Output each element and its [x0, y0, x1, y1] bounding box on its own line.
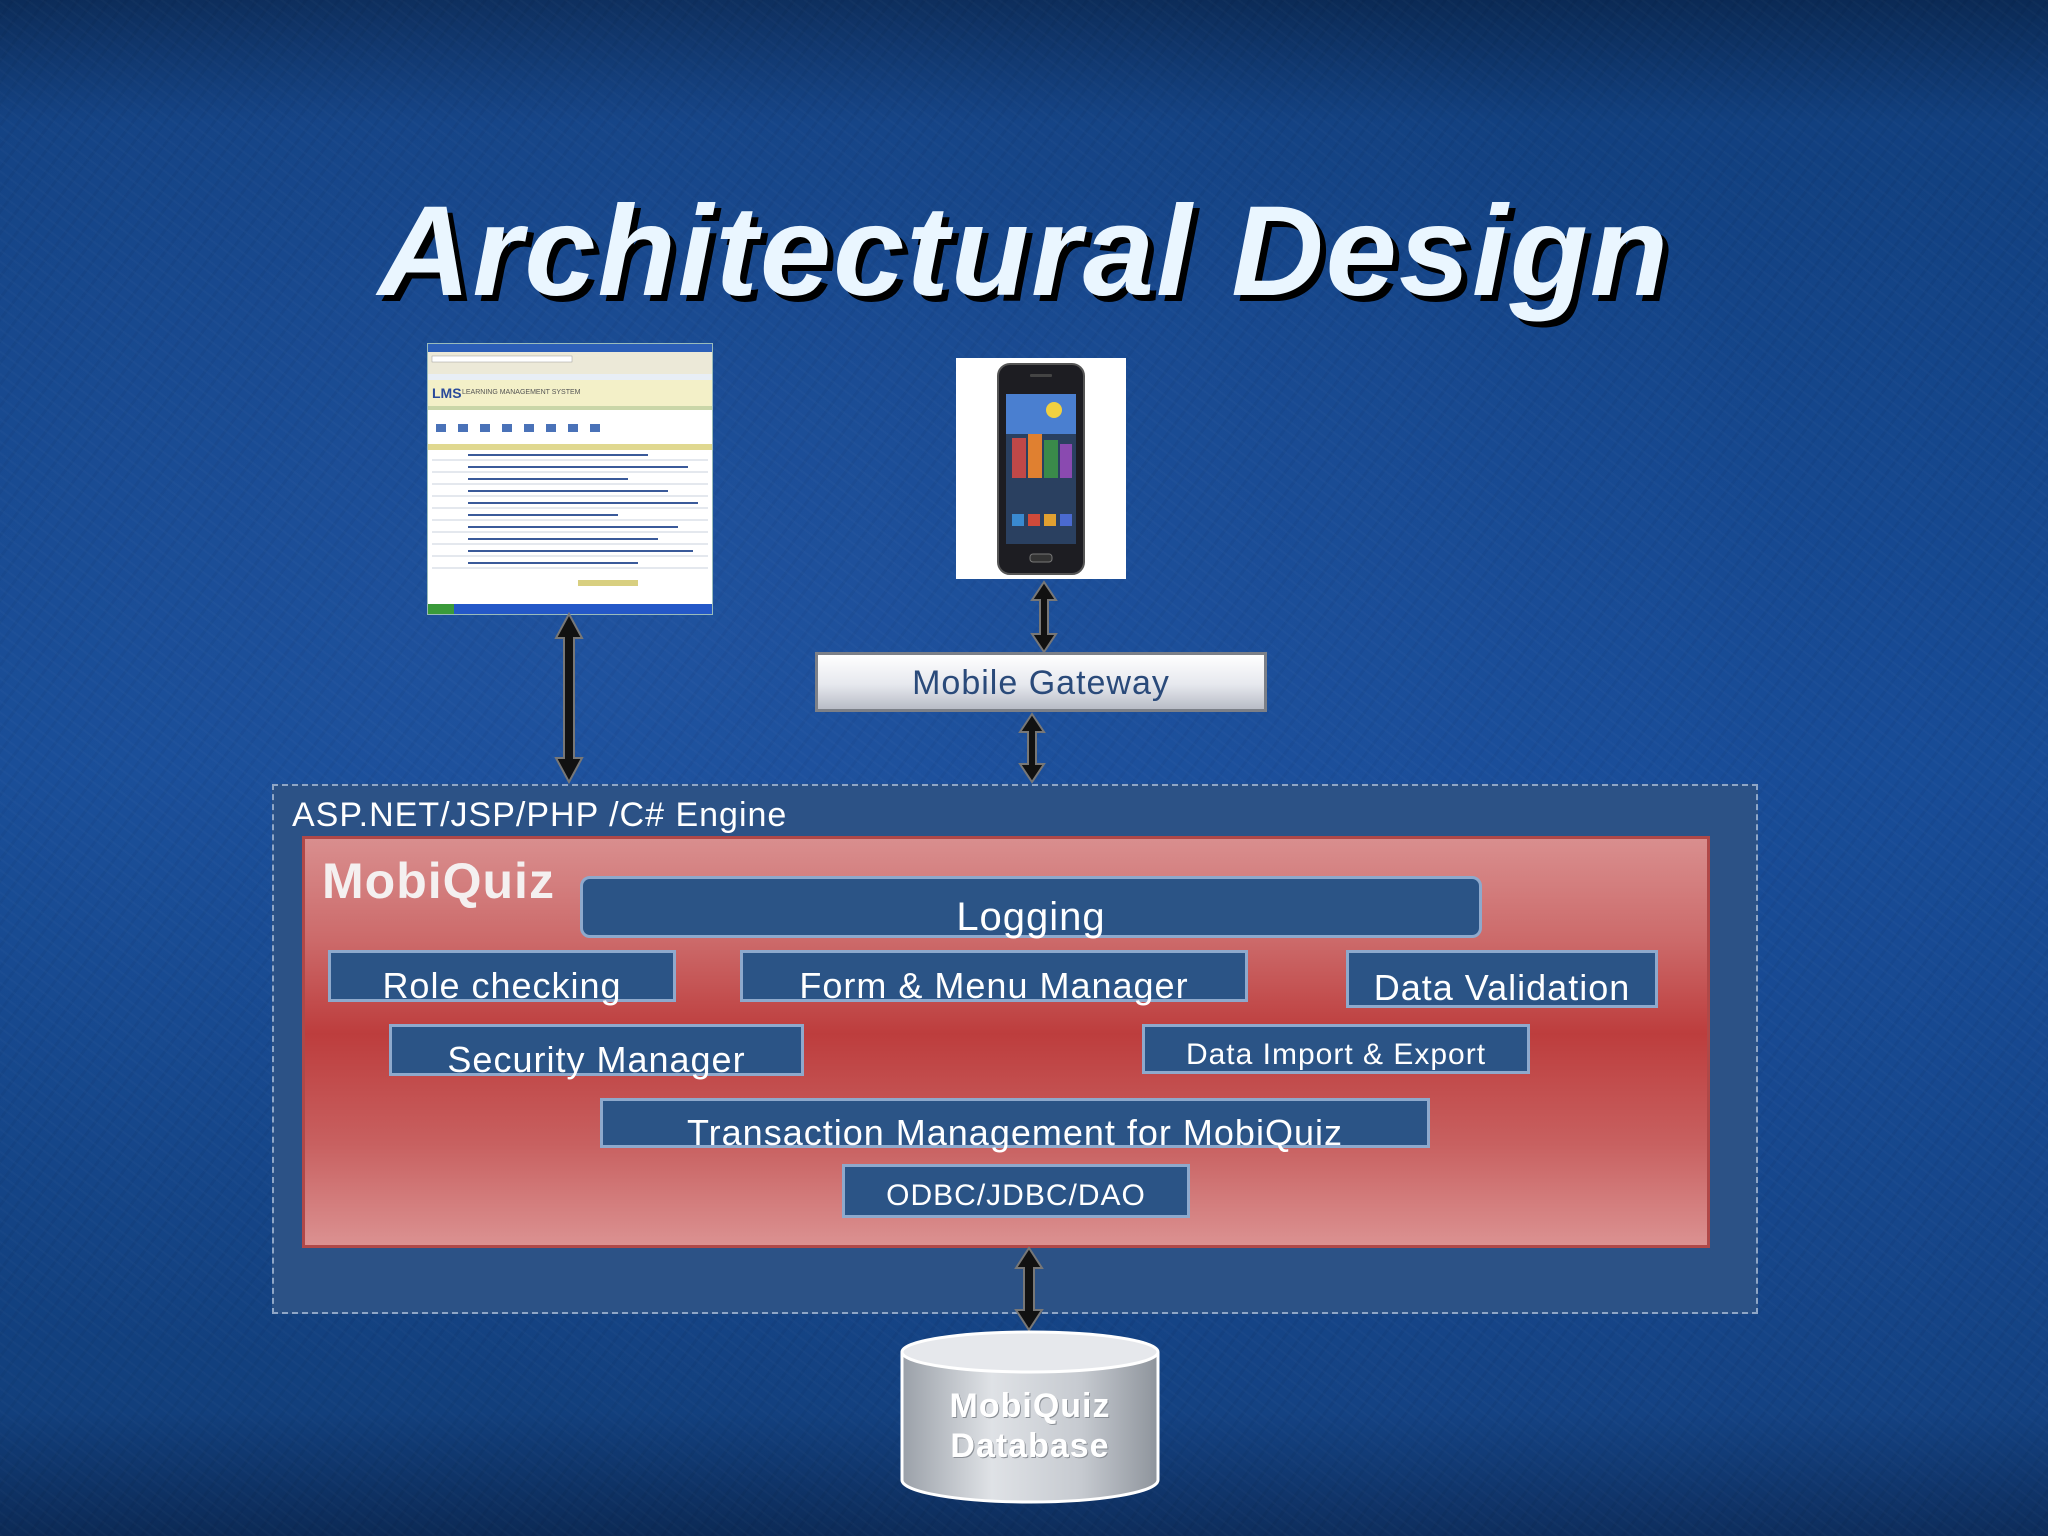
- data-validation-module: Data Validation: [1346, 950, 1658, 1008]
- double-arrow-icon: [1014, 1246, 1044, 1332]
- double-arrow-icon: [1030, 580, 1058, 654]
- double-arrow-icon: [554, 612, 584, 784]
- engine-label: ASP.NET/JSP/PHP /C# Engine: [292, 796, 788, 834]
- odbc-module: ODBC/JDBC/DAO: [842, 1164, 1190, 1218]
- data-validation-label: Data Validation: [1373, 967, 1631, 1008]
- mobile-gateway-box: Mobile Gateway: [815, 652, 1267, 712]
- lms-heading: LEARNING MANAGEMENT SYSTEM: [462, 389, 581, 396]
- database-cylinder-icon: [900, 1330, 1160, 1504]
- lms-logo: LMS: [432, 385, 462, 401]
- database-label: MobiQuiz Database: [898, 1386, 1162, 1466]
- transaction-management-module: Transaction Management for MobiQuiz: [600, 1098, 1430, 1153]
- double-arrow-icon: [1018, 712, 1046, 784]
- browser-window-image: LMS LEARNING MANAGEMENT SYSTEM: [428, 344, 712, 614]
- role-checking-module: Role checking: [328, 950, 676, 1006]
- phone-icon: [997, 363, 1085, 575]
- data-import-export-module: Data Import & Export: [1142, 1024, 1530, 1074]
- slide-title: Architectural Design: [378, 180, 1670, 323]
- mobile-client-image: [956, 358, 1126, 579]
- database-label-line1: MobiQuiz: [949, 1387, 1111, 1425]
- mobiquiz-label: MobiQuiz: [322, 853, 555, 909]
- database-label-line2: Database: [950, 1427, 1110, 1465]
- web-client-screenshot: LMS LEARNING MANAGEMENT SYSTEM: [427, 343, 713, 615]
- security-manager-module: Security Manager: [389, 1024, 804, 1080]
- form-menu-manager-module: Form & Menu Manager: [740, 950, 1248, 1006]
- logging-module: Logging: [580, 876, 1482, 939]
